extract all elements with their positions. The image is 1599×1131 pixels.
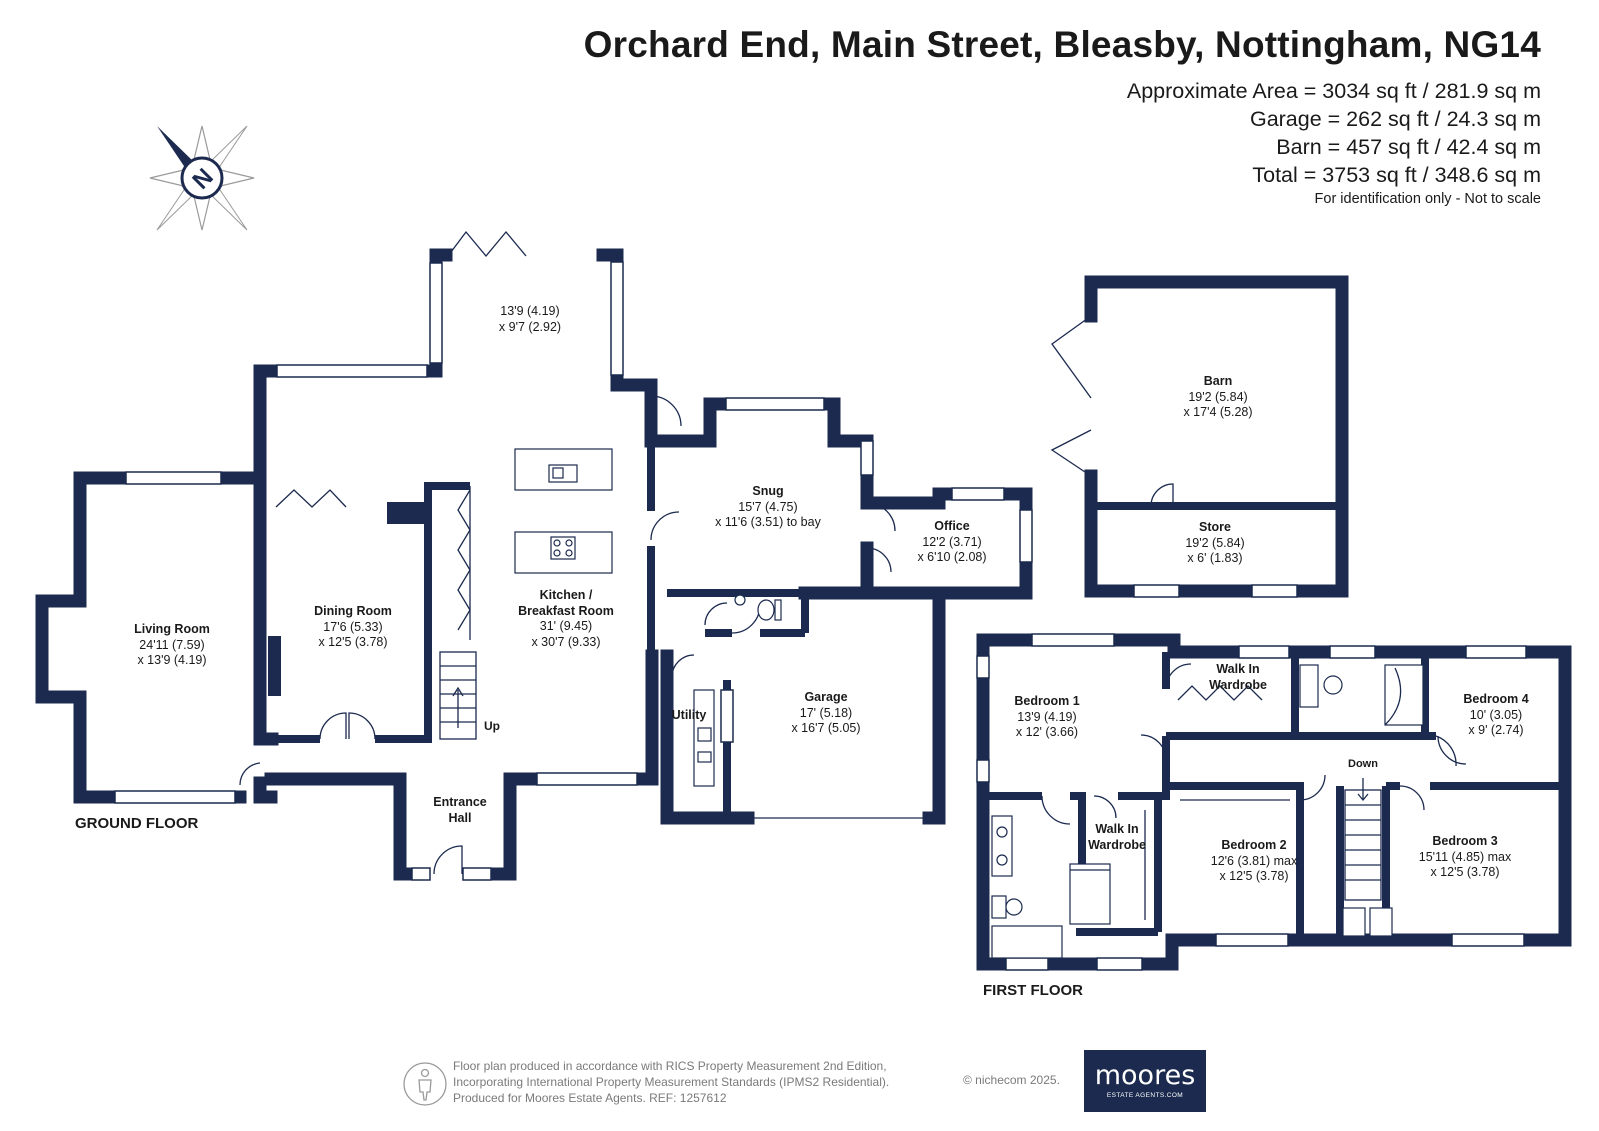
room-name: Bedroom 4 <box>1463 692 1529 706</box>
room-name: Bedroom 3 <box>1432 834 1498 848</box>
logo-tagline: ESTATE AGENTS.COM <box>1106 1092 1184 1099</box>
room-name: Utility <box>671 708 707 722</box>
compass-rose-icon: N <box>149 125 255 231</box>
room-dim: x 12'5 (3.78) <box>318 635 388 649</box>
room-name: Living Room <box>134 622 210 636</box>
kitchen-island-sink <box>514 448 613 491</box>
room-dim: 13'9 (4.19) <box>500 304 560 318</box>
person-icon <box>403 1062 447 1106</box>
area-approximate: Approximate Area = 3034 sq ft / 281.9 sq… <box>1126 79 1541 103</box>
room-dim: 17'6 (5.33) <box>323 619 383 634</box>
room-dim: x 6' (1.83) <box>1187 551 1243 565</box>
room-dim: 31' (9.45) <box>539 619 593 633</box>
room-dim: x 30'7 (9.33) <box>531 634 601 649</box>
room-dim: 13'9 (4.19) <box>1017 709 1077 724</box>
room-name: Wardrobe <box>1209 677 1267 692</box>
room-dim: 24'11 (7.59) <box>139 637 205 652</box>
first-floor-label: FIRST FLOOR <box>983 982 1083 999</box>
room-dim: x 16'7 (5.05) <box>791 721 861 735</box>
ground-floor-walls <box>35 230 1033 881</box>
room-bedroom-3: Bedroom 3 15'11 (4.85) max x 12'5 (3.78) <box>1419 834 1511 881</box>
room-dim: x 12'5 (3.78) <box>1219 869 1289 883</box>
room-utility: Utility <box>672 708 707 724</box>
room-living: Living Room 24'11 (7.59) x 13'9 (4.19) <box>134 622 210 669</box>
property-title: Orchard End, Main Street, Bleasby, Notti… <box>583 24 1541 65</box>
area-garage: Garage = 262 sq ft / 24.3 sq m <box>1249 107 1541 131</box>
room-name: Barn <box>1203 374 1233 388</box>
footer-line: Produced for Moores Estate Agents. REF: … <box>453 1091 727 1105</box>
stairs-up <box>439 651 477 740</box>
room-dim: 15'7 (4.75) <box>738 499 798 514</box>
footer-line: Floor plan produced in accordance with R… <box>453 1059 887 1073</box>
area-total: Total = 3753 sq ft / 348.6 sq m <box>1252 163 1541 187</box>
room-dim: x 13'9 (4.19) <box>137 653 207 667</box>
room-name: Wardrobe <box>1088 837 1146 852</box>
scale-note: For identification only - Not to scale <box>1314 191 1541 207</box>
room-dim: x 12' (3.66) <box>1015 725 1079 739</box>
copyright: © nichecom 2025. <box>963 1073 1060 1087</box>
room-name: Garage <box>804 690 848 704</box>
room-name: Walk In <box>1095 822 1139 836</box>
stairs-down <box>1344 778 1382 901</box>
room-extension: 13'9 (4.19) x 9'7 (2.92) <box>499 304 561 335</box>
room-entrance-hall: Entrance Hall <box>433 795 487 826</box>
room-name: Bedroom 1 <box>1014 694 1080 708</box>
barn-walls <box>1050 275 1349 598</box>
first-floor-walls <box>976 633 1572 971</box>
room-dim: x 9' (2.74) <box>1468 723 1524 737</box>
ground-floor-label: GROUND FLOOR <box>75 815 199 832</box>
room-dim: 19'2 (5.84) <box>1188 389 1248 404</box>
room-garage: Garage 17' (5.18) x 16'7 (5.05) <box>791 690 860 737</box>
room-bedroom-4: Bedroom 4 10' (3.05) x 9' (2.74) <box>1463 692 1528 739</box>
stairs-down-label: Down <box>1348 758 1378 770</box>
room-bedroom-2: Bedroom 2 12'6 (3.81) max x 12'5 (3.78) <box>1211 838 1297 885</box>
footer-notes: Floor plan produced in accordance with R… <box>453 1058 889 1106</box>
room-name: Walk In <box>1216 662 1260 676</box>
room-dim: 17' (5.18) <box>799 705 853 720</box>
room-snug: Snug 15'7 (4.75) x 11'6 (3.51) to bay <box>715 484 821 531</box>
room-dim: x 6'10 (2.08) <box>917 550 987 564</box>
room-walk-in-wardrobe-2: Walk In Wardrobe <box>1088 822 1146 853</box>
room-name: Breakfast Room <box>518 603 614 618</box>
stairs-up-label: Up <box>484 719 500 733</box>
room-dim: 12'6 (3.81) max <box>1210 853 1298 868</box>
room-walk-in-wardrobe-1: Walk In Wardrobe <box>1209 662 1267 693</box>
room-office: Office 12'2 (3.71) x 6'10 (2.08) <box>917 519 986 566</box>
room-name: Store <box>1199 520 1231 534</box>
footer-line: Incorporating International Property Mea… <box>453 1075 890 1089</box>
room-name: Bedroom 2 <box>1221 838 1287 852</box>
logo-text: moores <box>1094 1060 1196 1091</box>
room-dim: x 12'5 (3.78) <box>1430 865 1500 879</box>
room-dim: 12'2 (3.71) <box>922 534 982 549</box>
room-name: Snug <box>752 484 784 498</box>
room-dim: 15'11 (4.85) max <box>1418 849 1512 864</box>
room-dim: x 11'6 (3.51) to bay <box>715 515 821 529</box>
room-name: Kitchen / <box>539 588 593 602</box>
room-dim: x 9'7 (2.92) <box>498 319 562 334</box>
agent-logo: moores ESTATE AGENTS.COM <box>1084 1050 1206 1112</box>
room-dim: 10' (3.05) <box>1469 707 1523 722</box>
room-name: Dining Room <box>314 604 392 618</box>
room-bedroom-1: Bedroom 1 13'9 (4.19) x 12' (3.66) <box>1014 694 1079 741</box>
room-name: Hall <box>448 810 472 825</box>
room-dim: x 17'4 (5.28) <box>1183 405 1253 419</box>
kitchen-island-hob <box>514 531 613 574</box>
room-dim: 19'2 (5.84) <box>1185 535 1245 550</box>
room-name: Office <box>934 519 970 533</box>
area-barn: Barn = 457 sq ft / 42.4 sq m <box>1276 135 1541 159</box>
room-store: Store 19'2 (5.84) x 6' (1.83) <box>1185 520 1244 567</box>
room-barn: Barn 19'2 (5.84) x 17'4 (5.28) <box>1183 374 1252 421</box>
room-dining: Dining Room 17'6 (5.33) x 12'5 (3.78) <box>314 604 392 651</box>
room-kitchen: Kitchen / Breakfast Room 31' (9.45) x 30… <box>518 588 614 650</box>
room-name: Entrance <box>433 795 487 809</box>
